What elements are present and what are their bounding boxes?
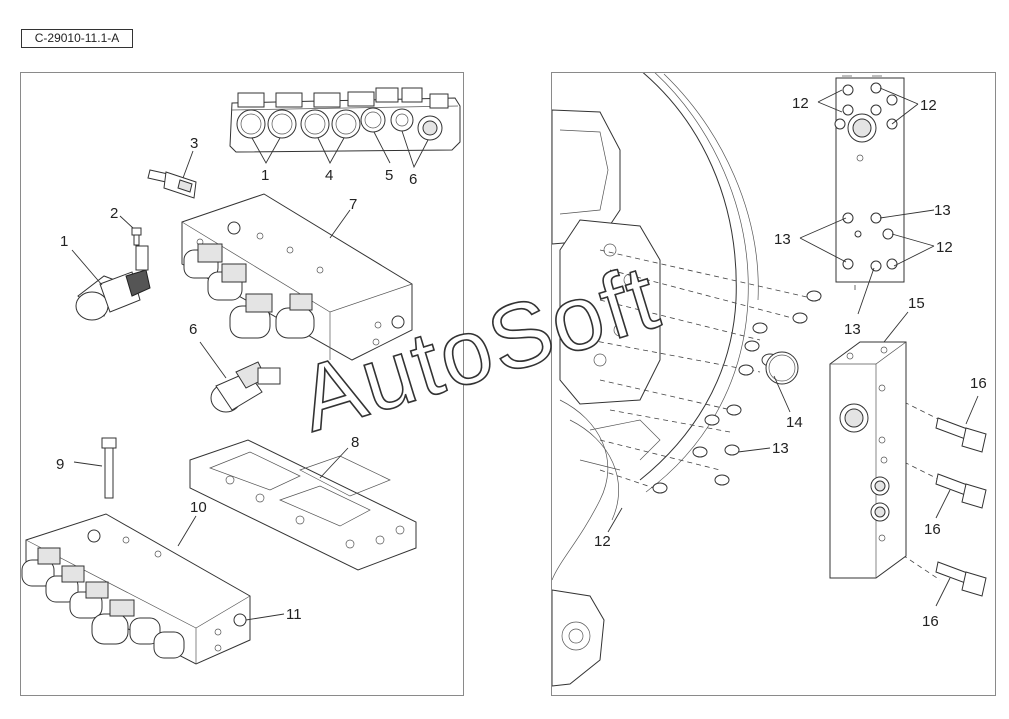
callout-12c: 12	[936, 239, 953, 256]
callout-11: 11	[286, 606, 302, 623]
part-7-valve-body	[181, 193, 413, 361]
part-1-solenoid	[75, 245, 151, 321]
callout-3: 3	[190, 135, 198, 152]
callout-16c: 16	[922, 613, 939, 630]
part-6-solenoid	[210, 361, 281, 413]
part-10-valve-body	[21, 513, 251, 665]
callout-13d: 13	[772, 440, 789, 457]
o-rings	[652, 290, 822, 494]
part-15-valve-block	[829, 341, 907, 579]
callout-2: 2	[110, 205, 118, 222]
part-2-screw	[131, 227, 142, 246]
part-9-bolt	[101, 437, 117, 499]
callout-12b: 12	[920, 97, 937, 114]
transmission-housing	[552, 73, 759, 687]
top-mounting-plate	[834, 75, 905, 283]
callout-7: 7	[349, 196, 357, 213]
top-manifold-assembly	[229, 87, 461, 153]
callout-12d: 12	[594, 533, 611, 550]
callout-16a: 16	[970, 375, 987, 392]
callout-13b: 13	[774, 231, 791, 248]
callout-1b: 1	[60, 233, 68, 250]
callout-9: 9	[56, 456, 64, 473]
callout-10: 10	[190, 499, 207, 516]
callout-8: 8	[351, 434, 359, 451]
callout-5: 5	[385, 167, 393, 184]
reference-code-box: C-29010-11.1-A	[21, 29, 133, 48]
assembly-dashed-lines	[589, 230, 941, 581]
callout-15: 15	[908, 295, 925, 312]
left-callout-labels: 1 1 2 3 4 5 6 6 7 8 9 10 11	[56, 135, 417, 623]
part-3-valve	[147, 169, 197, 199]
callout-13c: 13	[844, 321, 861, 338]
callout-12a: 12	[792, 95, 809, 112]
callout-16b: 16	[924, 521, 941, 538]
part-16-bolts	[935, 417, 987, 597]
callout-13a: 13	[934, 202, 951, 219]
callout-1a: 1	[261, 167, 269, 184]
part-8-separator-plate	[189, 439, 417, 571]
callout-4: 4	[325, 167, 333, 184]
right-callout-labels: 12 12 12 12 13 13 13 13 14 15 16 16 16	[594, 95, 987, 630]
callout-6a: 6	[409, 171, 417, 188]
callout-14: 14	[786, 414, 803, 431]
part-14-large-seal	[765, 351, 799, 385]
callout-6b: 6	[189, 321, 197, 338]
